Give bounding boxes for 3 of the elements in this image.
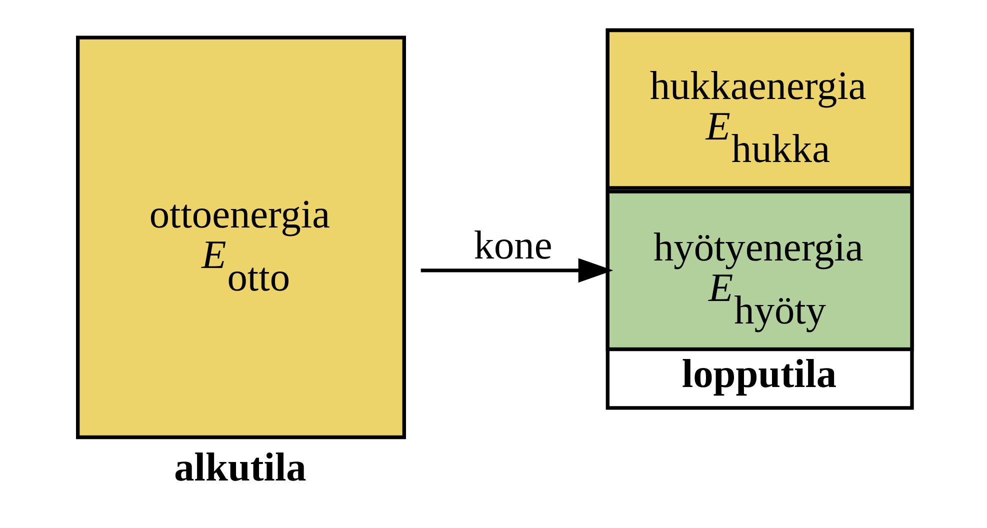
- node-label: lopputila: [681, 351, 836, 396]
- node-label: alkutila: [174, 444, 306, 490]
- edge-label: kone: [473, 222, 552, 268]
